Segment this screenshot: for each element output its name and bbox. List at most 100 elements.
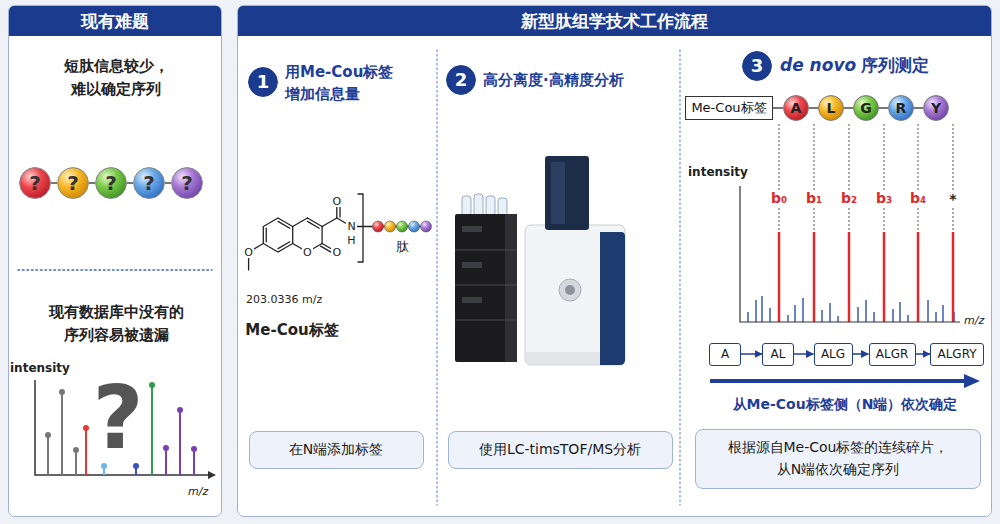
chain-link [773, 107, 783, 109]
spectrum-peak [47, 435, 49, 475]
spectrum-peak [163, 445, 169, 451]
fragment-label: b₁ [805, 190, 823, 207]
noise-peak [942, 305, 944, 322]
sequence-box: ALG [814, 343, 853, 366]
chain-link [844, 107, 853, 109]
tag-box: Me-Cou标签 [685, 96, 773, 120]
column-divider [679, 50, 680, 505]
lc-system [462, 297, 482, 303]
chemical-structure [263, 218, 292, 252]
circle-outline [854, 96, 879, 121]
unknown-residue: ? [57, 167, 89, 199]
noise-peak [935, 312, 937, 322]
node-text: ALG [821, 347, 845, 361]
circle-outline [924, 96, 949, 121]
mass-value: 203.0336 m/z [246, 293, 322, 306]
circle-outline [96, 168, 127, 199]
node-text: 2 [455, 71, 468, 89]
noise-peak [769, 308, 771, 322]
fragment-label: b₄ [909, 190, 927, 207]
spectrum-peak [179, 410, 181, 475]
direction-arrow [710, 379, 966, 383]
chemical-structure [322, 218, 337, 227]
spectrum-axis [740, 186, 960, 322]
lc-system [455, 285, 517, 286]
mass-spectrometer [551, 162, 565, 224]
summary-box: 使用LC-timsTOF/MS分析 [448, 431, 673, 469]
peptide-bead [373, 221, 432, 232]
step-title: 用Me-Cou标签增加信息量 [285, 61, 401, 106]
amino-acid: Y [923, 95, 949, 121]
chemical-structure [358, 194, 363, 262]
chain-link [879, 107, 888, 109]
spectrum-peak [85, 428, 87, 475]
direction-arrow [710, 374, 980, 388]
spectrum-peak [193, 449, 195, 475]
summary-box: 在N端添加标签 [249, 431, 424, 469]
sequence-box: AL [762, 343, 794, 366]
fragment-peak [848, 232, 851, 322]
chain-link [914, 107, 923, 109]
node-text: 短肽信息较少，难以确定序列 [60, 55, 172, 100]
chemical-structure [266, 228, 267, 242]
node-text: ? [67, 173, 79, 193]
dotted-divider [18, 269, 212, 271]
fragment-peak [952, 232, 955, 322]
axis-unit: m/z [188, 485, 208, 498]
amino-acid: G [853, 95, 879, 121]
step-arrow [916, 353, 931, 355]
fragment-peak [813, 232, 816, 322]
lc-system [462, 196, 471, 216]
fragment-peak [778, 232, 781, 322]
circle-outline [447, 66, 476, 95]
lc-system [486, 196, 495, 216]
spectrum-peak [45, 432, 51, 438]
node-text: 使用LC-timsTOF/MS分析 [479, 439, 641, 461]
mass-spectrometer [525, 225, 625, 365]
fragment-label: b₂ [840, 190, 858, 207]
atom-label: N [346, 221, 356, 232]
atom-label: O [243, 247, 254, 258]
node-text: G [860, 101, 872, 115]
dotted-divider [18, 269, 212, 271]
fragment-label: b₀ [770, 190, 788, 207]
spectrum-peak [149, 382, 155, 388]
spectrum-peak [83, 425, 89, 431]
step-arrow [741, 353, 762, 355]
circle-outline [889, 96, 914, 121]
lc-system [455, 194, 517, 362]
node-text: ? [105, 173, 117, 193]
fragment-guide [884, 124, 885, 322]
peptide-bead [409, 221, 420, 232]
axis-unit: m/z [964, 314, 984, 327]
chemical-structure [293, 218, 308, 227]
lc-system [455, 320, 517, 321]
atom-label: O [331, 247, 342, 258]
lc-system [462, 226, 482, 232]
step-arrow [794, 353, 814, 355]
noise-peak [857, 307, 859, 322]
spectrum-peak [191, 446, 197, 452]
amino-acid: L [818, 95, 844, 121]
node-text: R [896, 101, 907, 115]
panel-heading: 现有难题 [9, 6, 221, 36]
spectrum-peak [73, 447, 79, 453]
panel-ground [8, 5, 992, 517]
fragment-guide [953, 124, 954, 322]
chemical-structure [307, 221, 319, 228]
node-text: 3 [751, 57, 764, 75]
unknown-mark: ? [92, 374, 143, 462]
lc-system [455, 250, 517, 251]
spectrum-axis [208, 471, 216, 479]
noise-peak [802, 298, 804, 322]
panel-heading: 新型肽组学技术工作流程 [238, 6, 991, 36]
sequence-box: A [709, 343, 741, 366]
node-text: AL [771, 347, 786, 361]
lc-system [455, 214, 517, 362]
circle-outline [134, 168, 165, 199]
spectrum-peak [101, 463, 107, 469]
lc-system [505, 214, 517, 362]
circle-outline [249, 68, 278, 97]
atom-label: O [302, 247, 313, 258]
